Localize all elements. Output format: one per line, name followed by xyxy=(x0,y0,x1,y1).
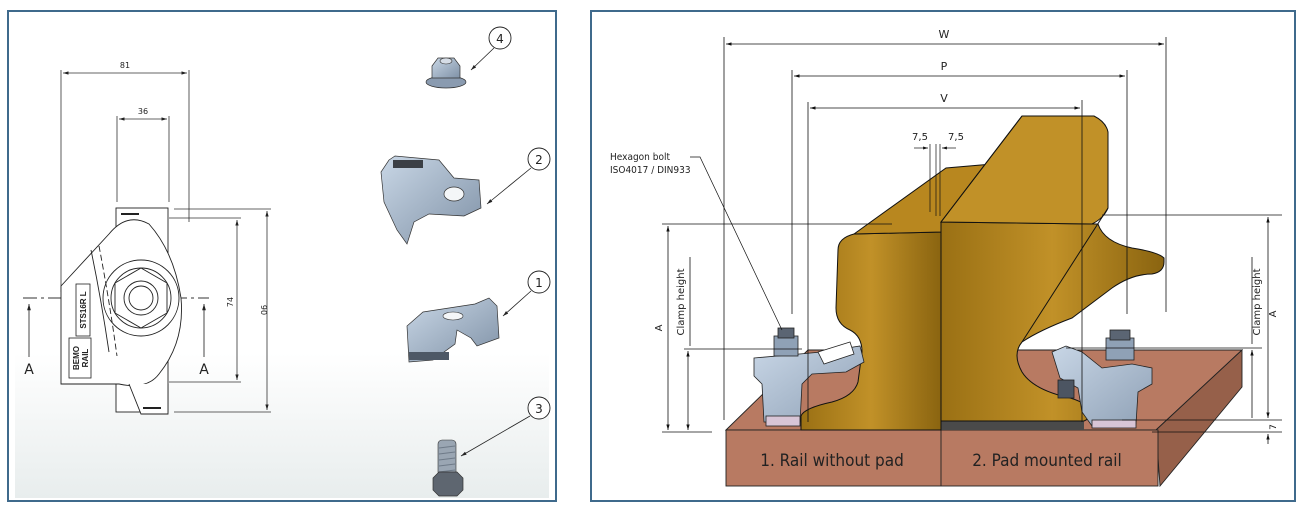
clamp-height-right-label: Clamp height xyxy=(1252,268,1263,335)
part-2-number: 2 xyxy=(535,153,543,167)
dimension-pad-thickness-label: 7 xyxy=(1269,424,1279,430)
bolt-label-line1: Hexagon bolt xyxy=(610,152,670,163)
bolt-label-line2: ISO4017 / DIN933 xyxy=(610,165,691,176)
clamp-height-left-label: Clamp height xyxy=(676,268,687,335)
part-marking-brand: BEMO RAIL xyxy=(68,337,92,379)
dimension-right-heights xyxy=(1066,214,1282,444)
clamp-drawing-svg: 81 36 74 90 A A xyxy=(15,14,551,498)
part-2-clamp-upper xyxy=(380,155,482,245)
dimension-a-right-label: A xyxy=(1268,310,1279,317)
dimension-74 xyxy=(169,217,241,383)
part-1-clamp-lower xyxy=(406,297,500,363)
base-label-rail-without-pad: 1. Rail without pad xyxy=(760,451,904,471)
svg-text:BEMO: BEMO xyxy=(72,346,81,370)
part-2-callout: 2 xyxy=(486,147,551,205)
dimension-gap-right-label: 7,5 xyxy=(948,132,964,143)
rail-pad-mounted xyxy=(939,115,1165,422)
dimension-p xyxy=(791,70,1128,314)
bolt-leader xyxy=(690,156,783,331)
clamp-drawing-panel: 81 36 74 90 A A xyxy=(7,10,557,502)
dimension-a-left-label: A xyxy=(654,324,665,331)
dimension-p-label: P xyxy=(941,60,948,73)
part-3-hexagon-bolt xyxy=(432,439,464,497)
part-3-callout: 3 xyxy=(460,396,551,457)
dimension-gap-left-label: 7,5 xyxy=(912,132,928,143)
dimension-w xyxy=(723,37,1167,420)
part-1-callout: 1 xyxy=(502,270,551,317)
rail-assembly-panel: 1. Rail without pad 2. Pad mounted rail xyxy=(590,10,1296,502)
section-marker-left: A xyxy=(24,362,34,378)
dimension-74-label: 74 xyxy=(226,297,235,307)
left-clamp-assembly xyxy=(753,327,865,427)
dimension-81-label: 81 xyxy=(120,61,130,70)
svg-text:RAIL: RAIL xyxy=(81,349,90,368)
right-clamp-assembly xyxy=(1051,329,1153,429)
dimension-gap xyxy=(914,144,956,216)
part-marking-model: STS16R L xyxy=(75,283,91,337)
dimension-36-label: 36 xyxy=(138,107,148,116)
svg-text:STS16R L: STS16R L xyxy=(79,291,88,328)
part-4-number: 4 xyxy=(496,32,504,46)
part-4-flange-nut xyxy=(425,57,467,89)
part-3-number: 3 xyxy=(535,402,543,416)
dimension-v xyxy=(807,100,1083,422)
rail-assembly-svg: 1. Rail without pad 2. Pad mounted rail xyxy=(610,28,1282,488)
part-4-callout: 4 xyxy=(470,26,512,71)
dimension-w-label: W xyxy=(939,28,950,41)
part-1-number: 1 xyxy=(535,276,543,290)
dimension-90 xyxy=(174,208,271,413)
dimension-90-label: 90 xyxy=(259,305,268,315)
dimension-81 xyxy=(60,70,190,292)
dimension-36 xyxy=(116,116,170,202)
base-label-pad-mounted-rail: 2. Pad mounted rail xyxy=(972,451,1122,471)
section-marker-right: A xyxy=(199,362,209,378)
dimension-left-heights xyxy=(662,223,892,433)
dimension-v-label: V xyxy=(940,92,948,105)
rail-pad xyxy=(941,421,1084,430)
